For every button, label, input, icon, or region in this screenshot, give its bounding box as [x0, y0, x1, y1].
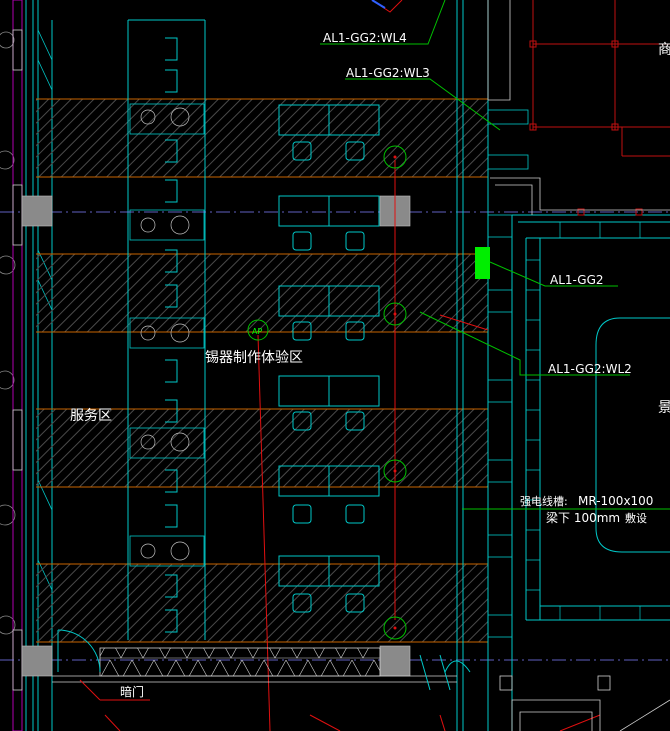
bottom-corridor — [52, 629, 471, 701]
chair-symbols-left — [165, 37, 178, 633]
top-left-fragment — [371, 0, 386, 9]
tables — [278, 104, 380, 587]
right-room — [512, 214, 670, 621]
label-cable-tray-method: 敷设 — [625, 511, 647, 525]
distribution-panel — [475, 247, 490, 279]
label-al1-gg2-wl2: AL1-GG2:WL2 — [548, 362, 632, 376]
label-al1-gg2: AL1-GG2 — [550, 273, 604, 287]
grid-axes — [0, 211, 670, 661]
light-fixture-dots — [393, 155, 397, 630]
right-room-ticks — [526, 222, 641, 620]
plant-boxes — [129, 103, 205, 567]
label-al1-gg2-wl4: AL1-GG2:WL4 — [323, 31, 407, 45]
plant-clusters — [140, 107, 190, 561]
top-right-wall-lines — [487, 0, 670, 215]
label-cable-tray-install: 梁下 100mm — [546, 510, 620, 525]
label-service-zone: 服务区 — [70, 408, 112, 424]
right-wall-stubs — [487, 109, 529, 638]
interior-walls — [127, 19, 206, 640]
label-edge-top: 商 — [658, 42, 670, 58]
top-right-red-grid — [529, 0, 670, 216]
light-fixtures — [247, 145, 407, 640]
label-ap: AP — [252, 327, 262, 336]
label-cable-tray-title: 强电线槽: — [520, 494, 568, 508]
left-plant-symbols — [0, 31, 16, 635]
label-tin-experience-zone: 锡器制作体验区 — [205, 350, 303, 366]
label-cable-tray-spec: MR-100x100 — [578, 494, 653, 508]
orange-lines — [36, 98, 488, 643]
label-entrance: 暗门 — [120, 684, 144, 699]
leader-lines — [320, 0, 670, 510]
bottom-right-fragments — [499, 675, 670, 731]
label-edge-mid: 景 — [658, 400, 670, 416]
chairs — [292, 141, 365, 613]
hatched-bands — [36, 99, 488, 642]
label-al1-gg2-wl3: AL1-GG2:WL3 — [346, 66, 430, 80]
